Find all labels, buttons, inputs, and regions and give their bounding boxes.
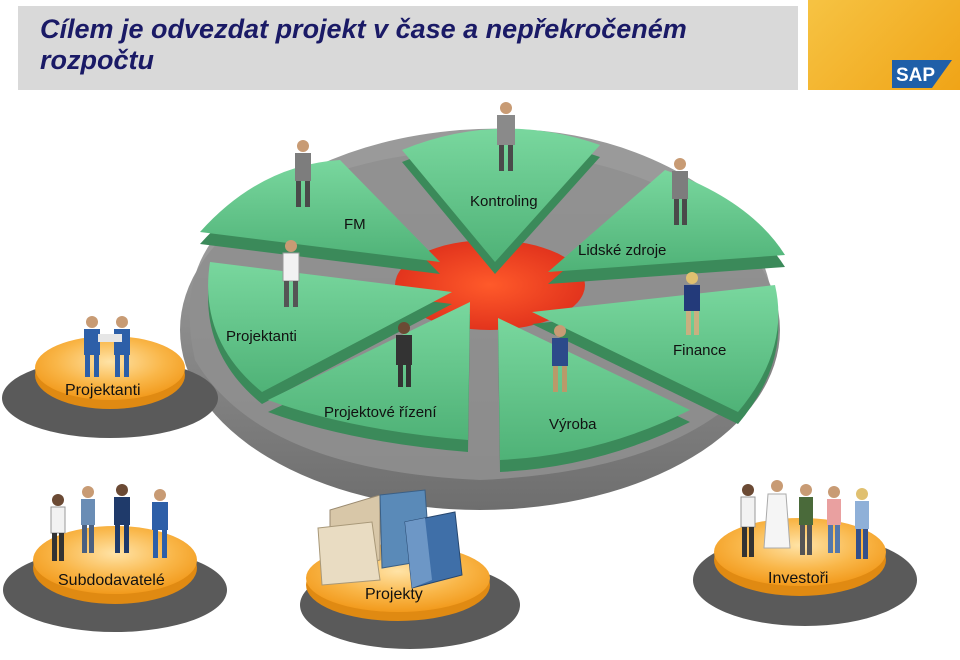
- segment-label-vyroba: Výroba: [549, 416, 597, 433]
- buildings-icon: [317, 489, 463, 589]
- platform-label-projekty: Projekty: [365, 586, 423, 603]
- segment-label-finance: Finance: [673, 342, 727, 359]
- segment-label-lidske-zdroje: Lidské zdroje: [578, 242, 667, 259]
- slice-lidske-zdroje: [548, 170, 785, 272]
- platform-label-projektanti: Projektanti: [65, 382, 141, 399]
- wheel-slices: [200, 128, 785, 472]
- platform-projekty: [300, 489, 520, 649]
- platform-projektanti: [2, 316, 218, 438]
- person-icon: [684, 272, 700, 335]
- engineers-icon: [84, 316, 130, 377]
- person-icon: [282, 240, 300, 307]
- slice-fm: [200, 160, 440, 262]
- slice-finance: [532, 285, 779, 412]
- person-icon: [295, 140, 311, 207]
- segment-label-fm: FM: [344, 216, 366, 233]
- platform-label-investori: Investoři: [768, 570, 829, 587]
- investors-icon: [740, 480, 869, 559]
- segment-label-kontroling: Kontroling: [470, 193, 538, 210]
- segment-label-projektove-rizeni: Projektové řízení: [324, 404, 437, 421]
- person-icon: [552, 325, 568, 392]
- slice-kontroling: [402, 128, 600, 262]
- title-bar: Cílem je odvezdat projekt v čase a nepře…: [18, 6, 798, 90]
- person-icon: [672, 158, 688, 225]
- workers-icon: [50, 484, 168, 561]
- slide-title: Cílem je odvezdat projekt v čase a nepře…: [40, 14, 687, 75]
- wheel-people: [282, 102, 700, 392]
- segment-label-projektanti: Projektanti: [226, 328, 297, 345]
- slice-vyroba: [498, 318, 690, 460]
- sap-logo: SAP: [892, 60, 952, 88]
- platform-investori: [693, 480, 917, 626]
- slice-projektanti: [208, 262, 452, 392]
- platform-label-subdodavatele: Subdodavatelé: [58, 572, 165, 589]
- svg-text:SAP: SAP: [896, 65, 935, 86]
- platform-subdodavatele: [3, 484, 227, 632]
- slice-projektove-rizeni: [268, 302, 470, 440]
- person-icon: [396, 322, 412, 387]
- person-icon: [497, 102, 515, 171]
